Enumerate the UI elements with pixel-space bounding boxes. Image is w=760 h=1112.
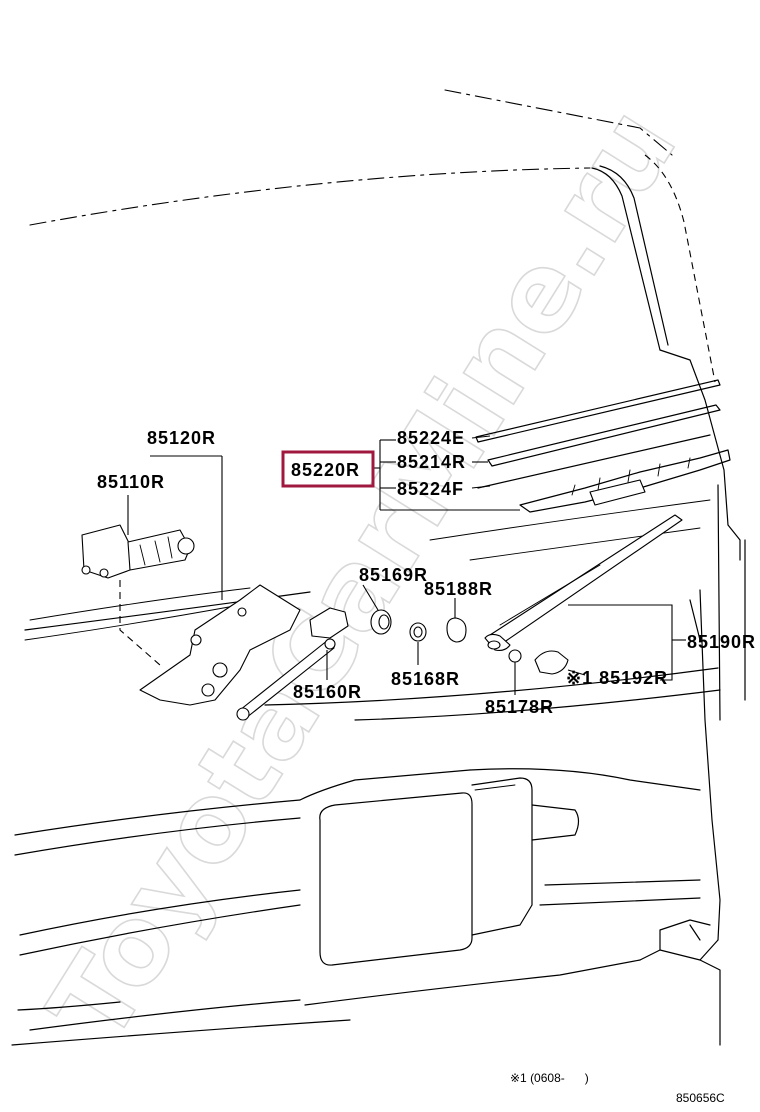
label-blade-insert-e: 85224E	[397, 428, 465, 448]
footnote: ※1 (0608- )	[510, 1071, 589, 1085]
motor-bracket-part	[139, 584, 301, 706]
diagram-code: 850656C	[676, 1091, 725, 1105]
label-wiper-assembly: 85220R	[291, 460, 360, 480]
label-cap: 85188R	[424, 579, 493, 599]
label-arm-cover: ※1 85192R	[566, 668, 668, 688]
wiper-blade-parts	[475, 379, 731, 513]
highlight-box	[281, 450, 375, 488]
link-rod-part	[236, 607, 349, 721]
label-cushion: 85169R	[359, 565, 428, 585]
label-motor: 85110R	[97, 472, 165, 492]
cap-part	[446, 617, 467, 643]
wiper-motor-part	[81, 524, 195, 579]
motor-mount-line	[119, 580, 161, 666]
cushion-part	[370, 609, 392, 635]
label-blade-insert-f: 85224F	[397, 479, 464, 499]
leader-lines	[127, 435, 686, 695]
vehicle-body-outline	[11, 89, 746, 1046]
wiper-arm	[484, 514, 683, 651]
label-blade-refill: 85214R	[397, 452, 466, 472]
label-bushing: 85168R	[391, 669, 460, 689]
label-arm: 85190R	[687, 632, 756, 652]
arm-cover-part	[534, 650, 569, 675]
license-plate-recess	[319, 777, 580, 966]
bushing-part	[409, 622, 427, 642]
label-link: 85160R	[293, 682, 362, 702]
label-motor-bracket: 85120R	[147, 428, 216, 448]
label-nut: 85178R	[485, 697, 554, 717]
nut-part	[508, 649, 522, 663]
